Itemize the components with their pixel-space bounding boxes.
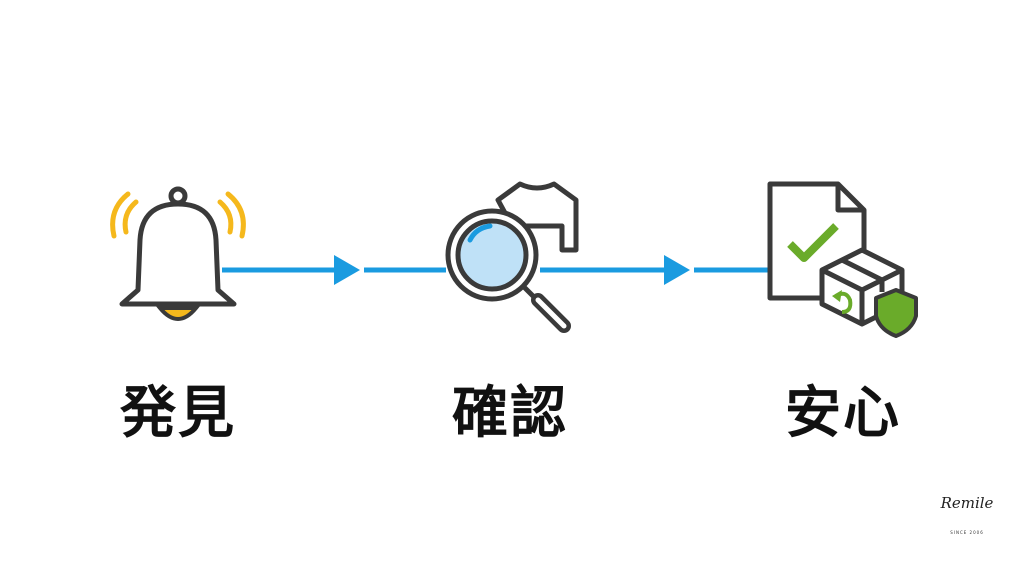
magnifier-clothing-icon xyxy=(445,181,579,333)
logo-name: Remile xyxy=(940,494,994,512)
step-label-confirm: 確認 xyxy=(452,381,568,446)
step-label-relief: 安心 xyxy=(785,381,901,446)
step-label-discover: 発見 xyxy=(120,381,236,446)
brand-logo: Remile SINCE 2006 xyxy=(925,494,1009,535)
arrow-2 xyxy=(540,255,770,285)
logo-since: SINCE 2006 xyxy=(950,530,984,535)
arrow-1 xyxy=(222,255,446,285)
bell-icon xyxy=(110,186,246,321)
document-check-box-shield-icon xyxy=(767,181,918,338)
